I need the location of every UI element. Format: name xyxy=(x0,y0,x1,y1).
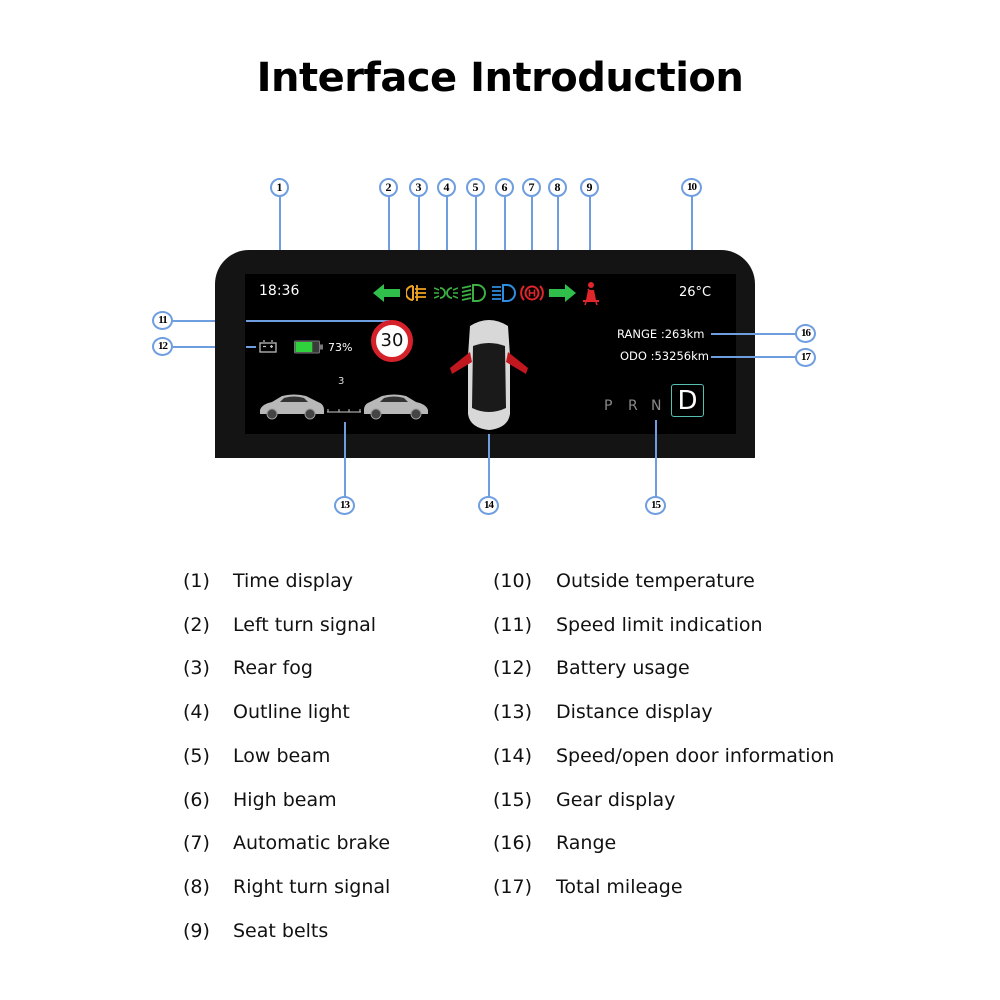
legend-item: (8)Right turn signal xyxy=(183,876,391,898)
left-turn-arrow-icon xyxy=(373,284,400,302)
callout-3: 3 xyxy=(409,178,428,197)
leader-line-11-inner xyxy=(246,320,390,322)
leader-line-1 xyxy=(279,196,281,282)
page-title: Interface Introduction xyxy=(256,55,744,101)
legend-item: (3)Rear fog xyxy=(183,657,313,679)
callout-9: 9 xyxy=(580,178,599,197)
rear-fog-icon xyxy=(406,285,426,301)
right-turn-arrow-icon xyxy=(549,284,576,302)
legend-item: (6)High beam xyxy=(183,789,337,811)
legend-item: (16)Range xyxy=(493,832,617,854)
legend-item: (15)Gear display xyxy=(493,789,676,811)
callout-11: 11 xyxy=(152,311,173,330)
automatic-brake-icon xyxy=(520,285,544,301)
callout-8: 8 xyxy=(548,178,567,197)
high-beam-icon xyxy=(492,284,516,302)
leader-line-7 xyxy=(531,196,533,284)
callout-17: 17 xyxy=(795,348,816,367)
legend-item: (17)Total mileage xyxy=(493,876,683,898)
leader-line-10 xyxy=(691,196,693,282)
range-display: RANGE :263km xyxy=(617,327,705,341)
gear-n: N xyxy=(651,398,662,414)
battery-level-fill xyxy=(295,342,313,352)
callout-7: 7 xyxy=(522,178,541,197)
battery-percent: 73% xyxy=(328,341,353,354)
rear-car-icon xyxy=(260,394,324,420)
legend-item: (14)Speed/open door information xyxy=(493,745,835,767)
callout-12: 12 xyxy=(152,337,173,356)
callout-15: 15 xyxy=(645,496,666,515)
callout-14: 14 xyxy=(478,496,499,515)
legend-item: (5)Low beam xyxy=(183,745,331,767)
low-beam-icon xyxy=(461,284,486,302)
following-distance-value: 3 xyxy=(338,376,345,387)
open-left-door-icon xyxy=(450,352,472,374)
callout-13: 13 xyxy=(334,496,355,515)
callout-2: 2 xyxy=(379,178,398,197)
legend-item: (2)Left turn signal xyxy=(183,614,377,636)
legend-item: (11)Speed limit indication xyxy=(493,614,763,636)
callout-4: 4 xyxy=(437,178,456,197)
leader-line-2 xyxy=(388,196,390,284)
leader-line-12-inner xyxy=(246,346,256,348)
leader-line-17 xyxy=(711,356,796,358)
legend-item: (12)Battery usage xyxy=(493,657,690,679)
front-car-icon xyxy=(364,394,428,420)
legend-item: (9)Seat belts xyxy=(183,920,329,942)
legend-item: (10)Outside temperature xyxy=(493,570,755,592)
outline-light-icon xyxy=(434,287,458,299)
time-display: 18:36 xyxy=(259,283,300,299)
leader-line-3 xyxy=(418,196,420,284)
leader-line-9 xyxy=(589,196,591,284)
gear-r: R xyxy=(628,398,638,414)
callout-10: 10 xyxy=(681,178,702,197)
leader-line-16 xyxy=(711,333,796,335)
outside-temperature: 26°C xyxy=(679,285,712,300)
legend-item: (13)Distance display xyxy=(493,701,713,723)
gear-p: P xyxy=(604,398,613,414)
callout-5: 5 xyxy=(466,178,485,197)
leader-line-4 xyxy=(446,196,448,284)
leader-line-15 xyxy=(655,420,657,497)
speed-limit-sign: 30 xyxy=(371,320,413,362)
leader-line-12 xyxy=(172,346,256,348)
leader-line-5 xyxy=(475,196,477,284)
callout-6: 6 xyxy=(495,178,514,197)
seat-belt-icon xyxy=(583,282,599,305)
legend-item: (1)Time display xyxy=(183,570,354,592)
leader-line-6 xyxy=(504,196,506,284)
callout-16: 16 xyxy=(795,324,816,343)
legend-item: (4)Outline light xyxy=(183,701,350,723)
gear-selected-d: D xyxy=(671,384,704,417)
12v-battery-icon xyxy=(259,340,277,353)
legend-item: (7)Automatic brake xyxy=(183,832,391,854)
leader-line-8 xyxy=(557,196,559,284)
open-right-door-icon xyxy=(506,352,528,374)
leader-line-14 xyxy=(488,434,490,497)
odometer-display: ODO :53256km xyxy=(620,349,709,363)
battery-level-icon xyxy=(294,340,323,354)
distance-scale-icon xyxy=(327,409,361,413)
car-top-view-icon xyxy=(450,320,528,430)
leader-line-13 xyxy=(344,422,346,497)
callout-1: 1 xyxy=(270,178,289,197)
